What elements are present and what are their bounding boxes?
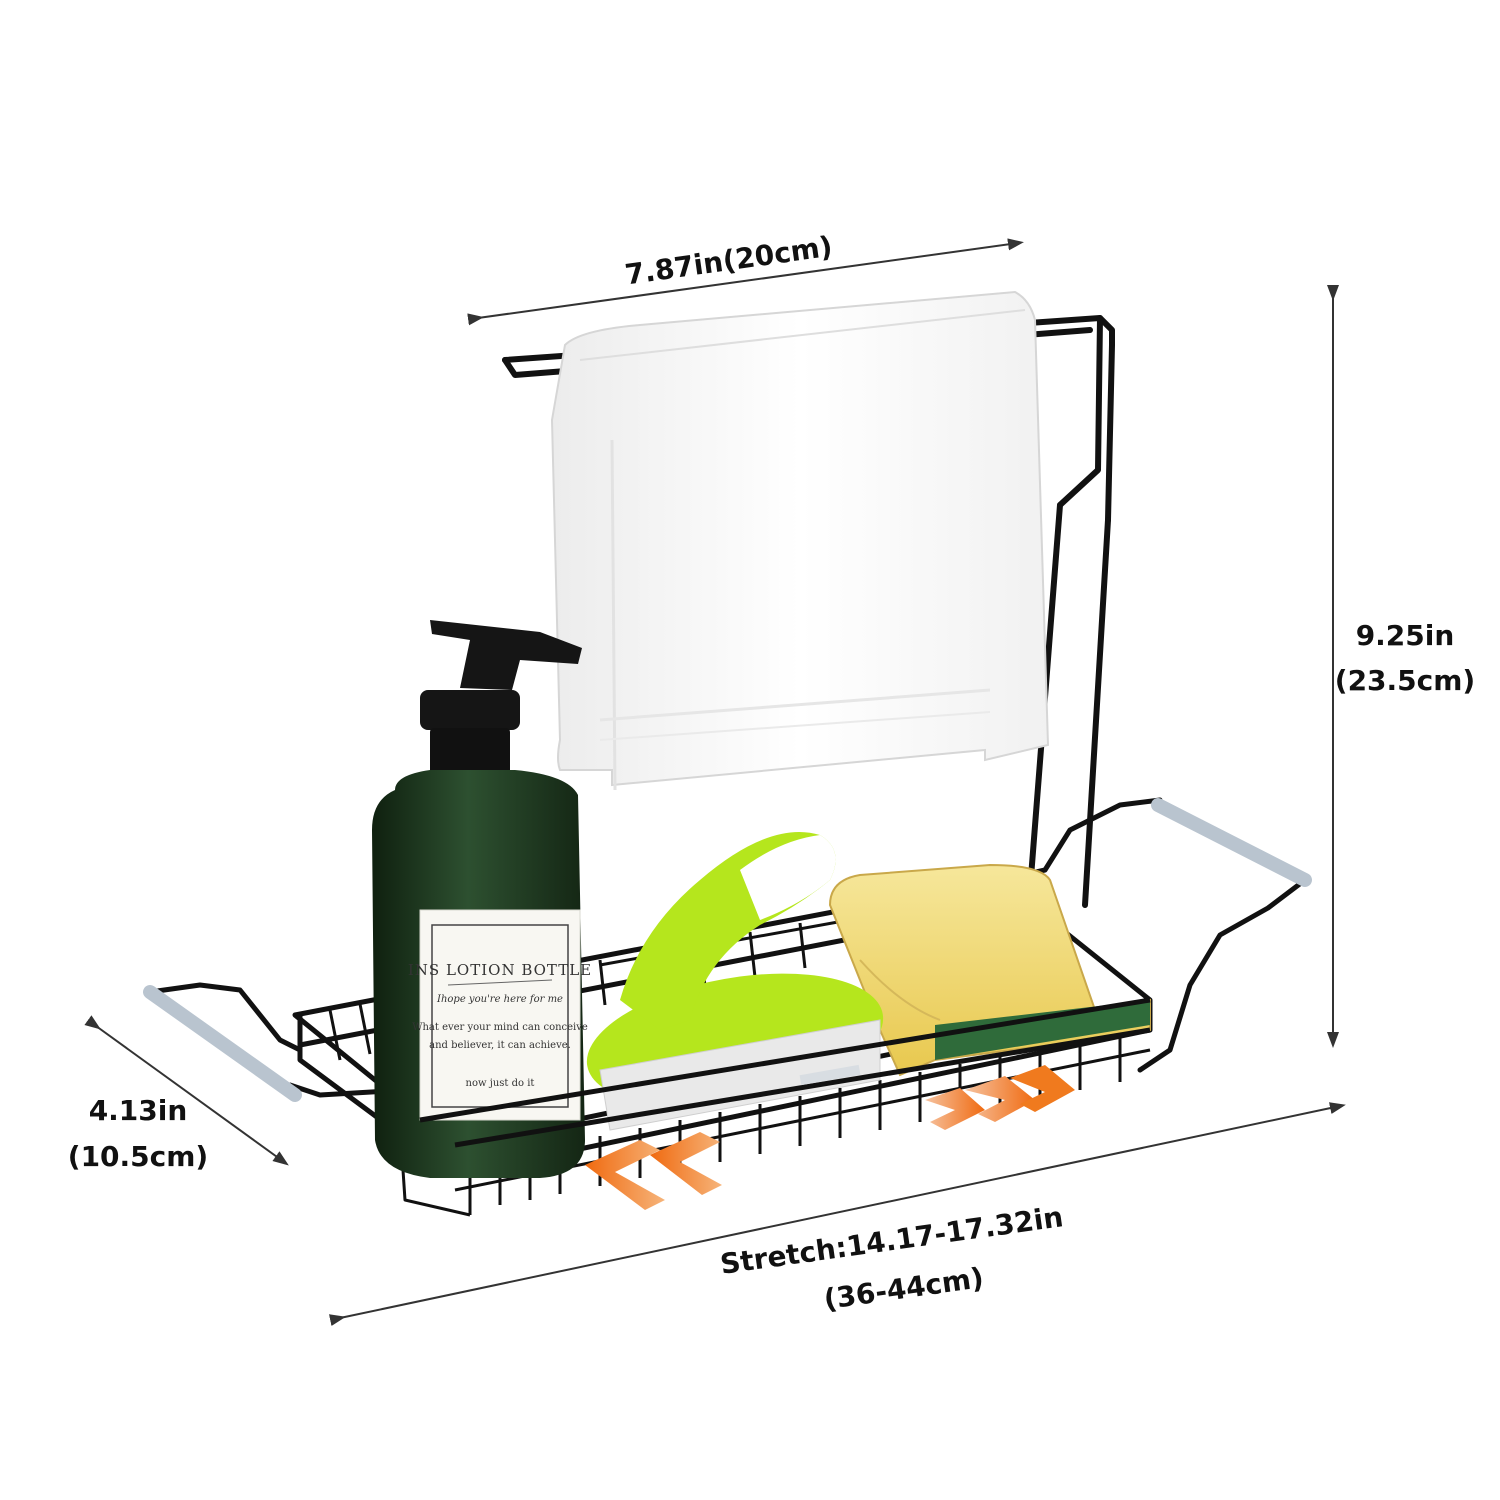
scrub-brush <box>586 832 884 1131</box>
bottle-label-line2: What ever your mind can conceive <box>412 1022 588 1033</box>
bottle-label-line3: and believer, it can achieve. <box>429 1040 571 1051</box>
stretch-arrows-left <box>585 1132 722 1210</box>
bottle-label-title: INS LOTION BOTTLE <box>408 961 592 979</box>
lotion-bottle: INS LOTION BOTTLE Ihope you're here for … <box>372 620 592 1178</box>
right-handle-grip <box>1151 798 1312 887</box>
bottle-label-line4: now just do it <box>466 1078 535 1089</box>
height-dimension-label-cm: (23.5cm) <box>1335 664 1475 697</box>
left-handle-grip <box>143 985 302 1102</box>
stretch-arrows-right <box>925 1065 1075 1130</box>
bottle-label-line1: Ihope you're here for me <box>436 994 563 1005</box>
height-dimension-label-in: 9.25in <box>1356 619 1455 652</box>
dimension-lines <box>84 238 1346 1326</box>
depth-dimension-label-in: 4.13in <box>89 1094 188 1127</box>
stretch-dimension-label-in: Stretch:14.17-17.32in <box>718 1200 1065 1281</box>
depth-dimension-label-cm: (10.5cm) <box>68 1140 208 1173</box>
depth-dimension-line <box>84 1015 289 1166</box>
bottle-label <box>419 909 581 1121</box>
handle-grips <box>143 798 1312 1102</box>
sponge <box>828 863 1151 1077</box>
stretch-dimension-label-cm: (36-44cm) <box>822 1261 986 1316</box>
width-dimension-line <box>467 238 1024 326</box>
basket-front-rail <box>419 997 1151 1148</box>
stretch-dimension-line <box>328 1102 1346 1326</box>
towel <box>550 290 1050 791</box>
